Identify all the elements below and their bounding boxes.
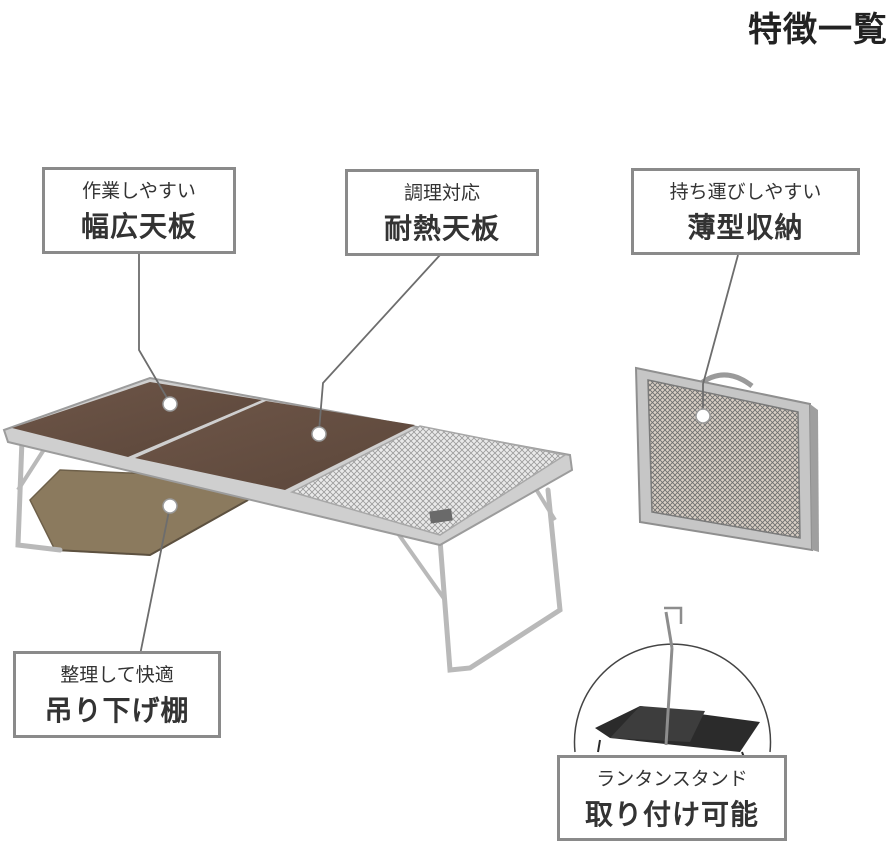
page-title: 特徴一覧 <box>748 10 888 50</box>
lantern-stand-illustration <box>573 606 772 761</box>
callout-storage: 持ち運びしやすい 薄型収納 <box>631 168 860 255</box>
folded-table <box>634 366 819 552</box>
callout-heat-board: 調理対応 耐熱天板 <box>345 169 539 256</box>
wood-board-left <box>12 382 262 457</box>
callout-sub: ランタンスタンド <box>596 768 748 790</box>
callout-main: 幅広天板 <box>80 210 197 243</box>
marker-top-board <box>162 396 178 412</box>
marker-shelf <box>162 498 178 514</box>
camp-table <box>2 376 574 673</box>
callout-lantern: ランタンスタンド 取り付け可能 <box>557 755 787 841</box>
callout-top-board: 作業しやすい 幅広天板 <box>42 167 236 254</box>
callout-main: 薄型収納 <box>687 211 804 244</box>
callout-main: 耐熱天板 <box>383 212 500 245</box>
callout-sub: 作業しやすい <box>82 180 196 202</box>
marker-storage <box>695 408 711 424</box>
leader-lines <box>138 253 739 656</box>
callout-main: 吊り下げ棚 <box>44 694 190 727</box>
mesh-grill-area <box>289 425 567 536</box>
callout-shelf: 整理して快適 吊り下げ棚 <box>13 651 221 738</box>
marker-heat-board <box>311 426 327 442</box>
callout-sub: 調理対応 <box>403 182 480 204</box>
wood-board-right <box>135 401 415 490</box>
callout-sub: 持ち運びしやすい <box>669 181 822 203</box>
callout-main: 取り付け可能 <box>584 798 759 831</box>
callout-sub: 整理して快適 <box>60 664 174 686</box>
